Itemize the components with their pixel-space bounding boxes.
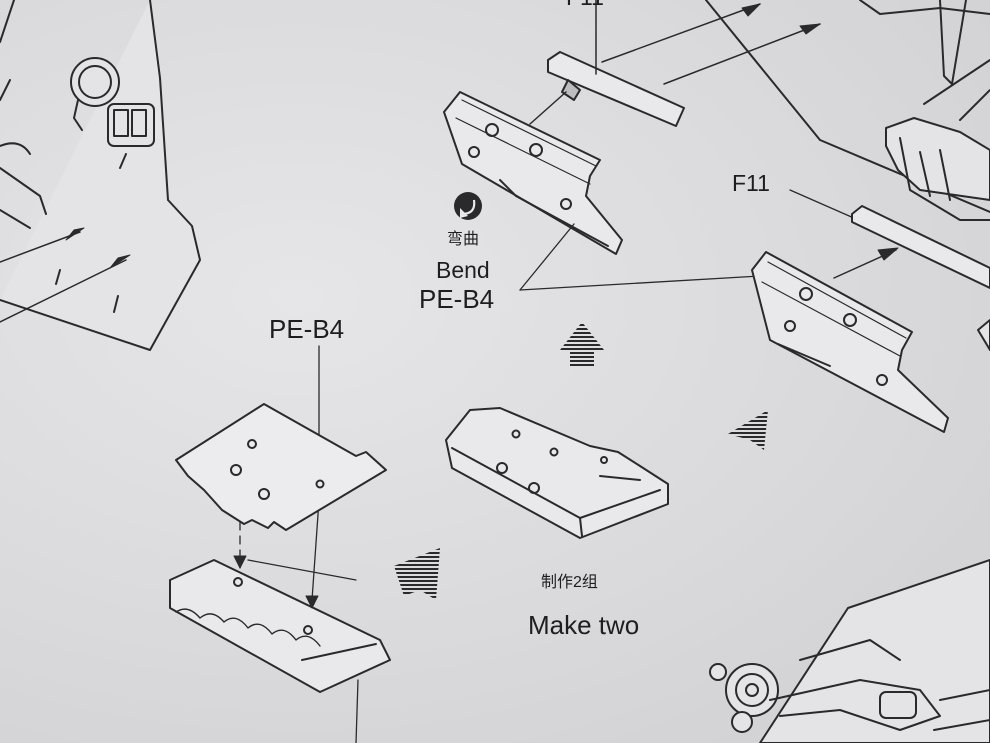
pe-b4-label-left: PE-B4 [269,314,345,344]
bend-label-cn: 弯曲 [447,231,480,248]
hull-arrow [0,231,127,323]
f11-label: F11 [732,170,770,196]
hatched-arrow-icon [560,322,604,366]
assembled-fender-part [445,407,669,539]
hatched-arrow-icon [728,410,768,450]
fender-bottom-part [169,559,391,693]
make-two-label-cn: 制作2组 [541,574,598,591]
pe-b4-fender-right [751,251,949,433]
bend-label: Bend [436,257,490,283]
pe-b4-plate [175,403,387,531]
hatched-arrow-icon [394,548,440,600]
pe-b4-fender-upper [443,91,623,255]
make-two-label: Make two [528,610,640,640]
curved-arrow-icon [454,192,482,220]
f11-strip-upper [529,0,821,127]
hull-structure-right [705,0,990,351]
f11-label-top: F11 [566,0,604,9]
suspension-assembly [709,559,990,743]
f11-strip-right [833,205,990,289]
pe-b4-label-upper: PE-B4 [419,284,495,314]
hull-side-panel [0,0,201,351]
